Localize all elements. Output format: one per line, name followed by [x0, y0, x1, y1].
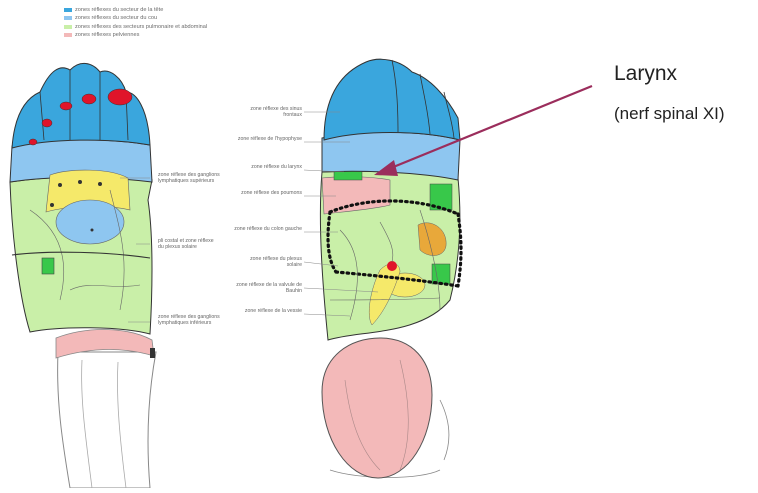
left-leg: [58, 352, 156, 488]
legend-label: zones réflexes du secteur du cou: [75, 14, 157, 22]
legend-swatch: [64, 25, 72, 29]
legend-swatch: [64, 8, 72, 12]
right-foot: [304, 59, 461, 478]
callout-title: Larynx: [614, 62, 677, 86]
annotation-label: zone réflexe des ganglions lymphatiques …: [158, 172, 220, 184]
legend-label: zones réflexes du secteur de la tête: [75, 6, 163, 14]
left-head-zone: [12, 63, 150, 148]
legend-item: zones réflexes pelviennes: [64, 31, 207, 39]
annotation-label: zone réflexe de la vessie: [234, 308, 302, 314]
callout-subtitle: (nerf spinal XI): [614, 104, 725, 124]
annotation-label: zone réflexe du plexus solaire: [234, 256, 302, 268]
annotation-label: zone réflexe du larynx: [234, 164, 302, 170]
annotation-label: zone réflexe des sinus frontaux: [234, 106, 302, 118]
annotation-label: zone réflexe des ganglions lymphatiques …: [158, 314, 220, 326]
annotation-label: zone réflexe du colon gauche: [234, 226, 302, 232]
legend-label: zones réflexes des secteurs pulmonaire e…: [75, 23, 207, 31]
legend-item: zones réflexes du secteur du cou: [64, 14, 207, 22]
right-pelvic-zone: [322, 338, 432, 478]
annotation-label: pli costal et zone réflexe du plexus sol…: [158, 238, 220, 250]
legend-label: zones réflexes pelviennes: [75, 31, 139, 39]
legend-swatch: [64, 16, 72, 20]
annotation-label: zone réflexe de la valvule de Bauhin: [234, 282, 302, 294]
annotation-label: zone réflexe de l'hypophyse: [234, 136, 302, 142]
right-head-zone: [324, 59, 460, 140]
left-foot: [10, 63, 156, 488]
legend: zones réflexes du secteur de la tête zon…: [64, 6, 207, 39]
legend-item: zones réflexes des secteurs pulmonaire e…: [64, 23, 207, 31]
legend-item: zones réflexes du secteur de la tête: [64, 6, 207, 14]
legend-swatch: [64, 33, 72, 37]
annotation-label: zone réflexe des poumons: [234, 190, 302, 196]
left-toenail-1: [108, 89, 132, 105]
